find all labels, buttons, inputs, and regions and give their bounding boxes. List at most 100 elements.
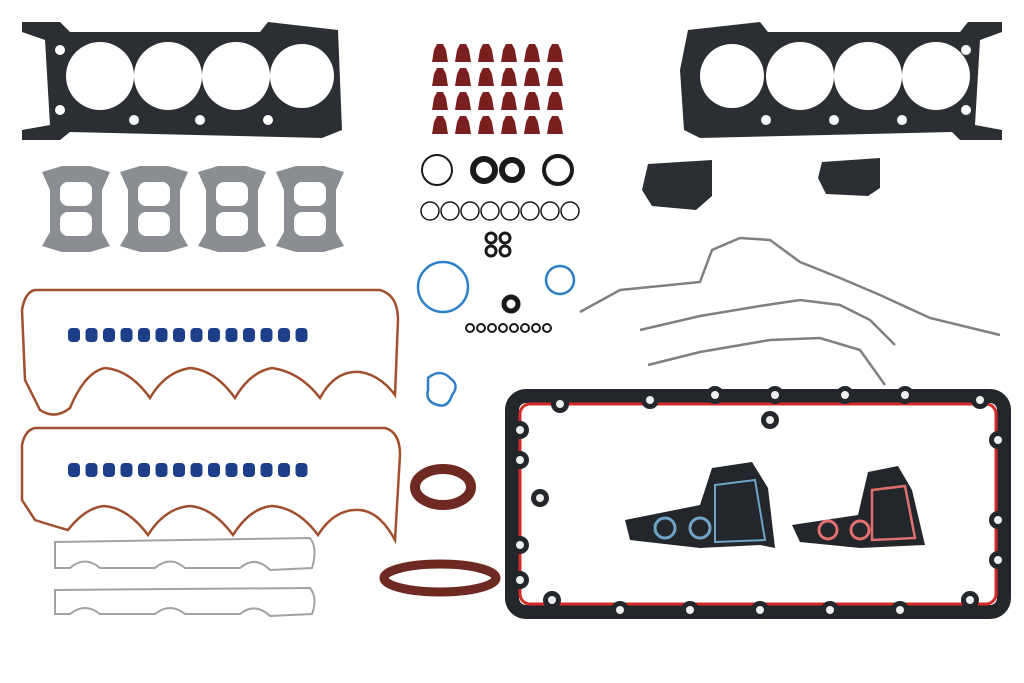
- tube-seal: [85, 463, 98, 477]
- head-gasket-right: [680, 22, 1002, 140]
- bolt-hole: [516, 541, 524, 549]
- tube-seal: [120, 328, 133, 342]
- o-ring-small: [542, 323, 552, 333]
- valve-stem-seal: [478, 92, 494, 110]
- bolt-hole: [711, 391, 719, 399]
- tube-seal: [225, 328, 238, 342]
- bolt-hole: [771, 391, 779, 399]
- o-ring: [420, 201, 440, 221]
- oil-filter-adapter-gasket-right: [792, 466, 925, 548]
- valve-stem-seal: [501, 92, 517, 110]
- exhaust-port: [138, 182, 170, 206]
- valve-stem-seal: [432, 68, 448, 86]
- tube-seal: [243, 463, 255, 477]
- valve-stem-seal: [547, 44, 563, 62]
- valve-stem-seal: [478, 116, 494, 134]
- o-ring-small: [498, 323, 508, 333]
- tube-seal: [295, 328, 308, 342]
- exhaust-port: [216, 182, 248, 206]
- bolt-hole: [516, 456, 524, 464]
- spark-plug-tube-seals: [68, 328, 308, 477]
- oil-pump-gaskets: [642, 158, 880, 210]
- valve-stem-seal: [455, 92, 471, 110]
- tube-seal: [173, 463, 185, 477]
- exhaust-port: [294, 182, 326, 206]
- bolt-hole: [616, 606, 624, 614]
- tube-seal: [208, 328, 220, 342]
- valve-stem-seal: [432, 116, 448, 134]
- bolt-hole: [841, 391, 849, 399]
- o-rings-group: [416, 154, 580, 407]
- timing-cover-gaskets: [579, 236, 1001, 386]
- tube-seal: [155, 328, 168, 342]
- o-ring-small: [465, 323, 475, 333]
- tube-seal: [68, 328, 80, 342]
- tube-seal: [103, 328, 115, 342]
- tube-seal: [208, 463, 220, 477]
- bolt-hole: [516, 426, 524, 434]
- exhaust-port: [294, 212, 326, 236]
- o-ring-small: [520, 323, 530, 333]
- tube-seal: [138, 328, 150, 342]
- bolt-hole: [646, 396, 654, 404]
- o-ring: [460, 201, 480, 221]
- tube-seal: [173, 328, 185, 342]
- tube-seal: [295, 463, 308, 477]
- tube-seal: [68, 463, 80, 477]
- valve-stem-seal: [478, 44, 494, 62]
- bolt-hole: [686, 606, 694, 614]
- valve-cover-gasket-lower: [20, 426, 402, 545]
- bolt-hole: [994, 516, 1002, 524]
- oil-pan-gasket: [505, 386, 1011, 619]
- bolt-hole: [536, 494, 544, 502]
- valve-stem-seal: [524, 44, 540, 62]
- bolt-hole: [756, 606, 764, 614]
- tube-seal: [278, 328, 290, 342]
- tube-seal: [190, 463, 203, 477]
- o-ring-small: [476, 323, 486, 333]
- tube-seal: [243, 328, 255, 342]
- bolt-hole: [548, 596, 556, 604]
- valve-stem-seal: [524, 92, 540, 110]
- intake-gaskets: [54, 536, 316, 618]
- exhaust-port: [138, 212, 170, 236]
- bolt-hole: [994, 556, 1002, 564]
- tube-seal: [103, 463, 115, 477]
- exhaust-manifold-gasket: [120, 166, 188, 252]
- valve-stem-seal: [547, 68, 563, 86]
- exhaust-port: [60, 212, 92, 236]
- o-ring-small: [509, 323, 519, 333]
- bolt-hole: [901, 391, 909, 399]
- tube-seal: [278, 463, 290, 477]
- bolt-hole: [896, 606, 904, 614]
- valve-stem-seal: [501, 44, 517, 62]
- valve-stem-seal: [501, 68, 517, 86]
- valve-stem-seals: [432, 44, 563, 134]
- o-ring: [540, 201, 560, 221]
- valve-stem-seal: [501, 116, 517, 134]
- bolt-hole: [766, 416, 774, 424]
- tube-seal: [85, 328, 98, 342]
- valve-stem-seal: [547, 116, 563, 134]
- valve-stem-seal: [455, 116, 471, 134]
- tube-seal: [260, 463, 273, 477]
- valve-stem-seal: [432, 44, 448, 62]
- o-ring: [440, 201, 460, 221]
- tube-seal: [155, 463, 168, 477]
- o-ring: [520, 201, 540, 221]
- o-ring-small: [531, 323, 541, 333]
- tube-seal: [260, 328, 273, 342]
- exhaust-manifold-gasket: [42, 166, 110, 252]
- valve-stem-seal: [432, 92, 448, 110]
- oil-filter-adapter-gasket-left: [625, 462, 775, 548]
- tube-seal: [225, 463, 238, 477]
- valve-stem-seal: [478, 68, 494, 86]
- tube-seal: [120, 463, 133, 477]
- o-ring: [480, 201, 500, 221]
- bolt-hole: [966, 596, 974, 604]
- valve-stem-seal: [455, 44, 471, 62]
- valve-stem-seal: [547, 92, 563, 110]
- bolt-hole: [516, 576, 524, 584]
- o-ring: [560, 201, 580, 221]
